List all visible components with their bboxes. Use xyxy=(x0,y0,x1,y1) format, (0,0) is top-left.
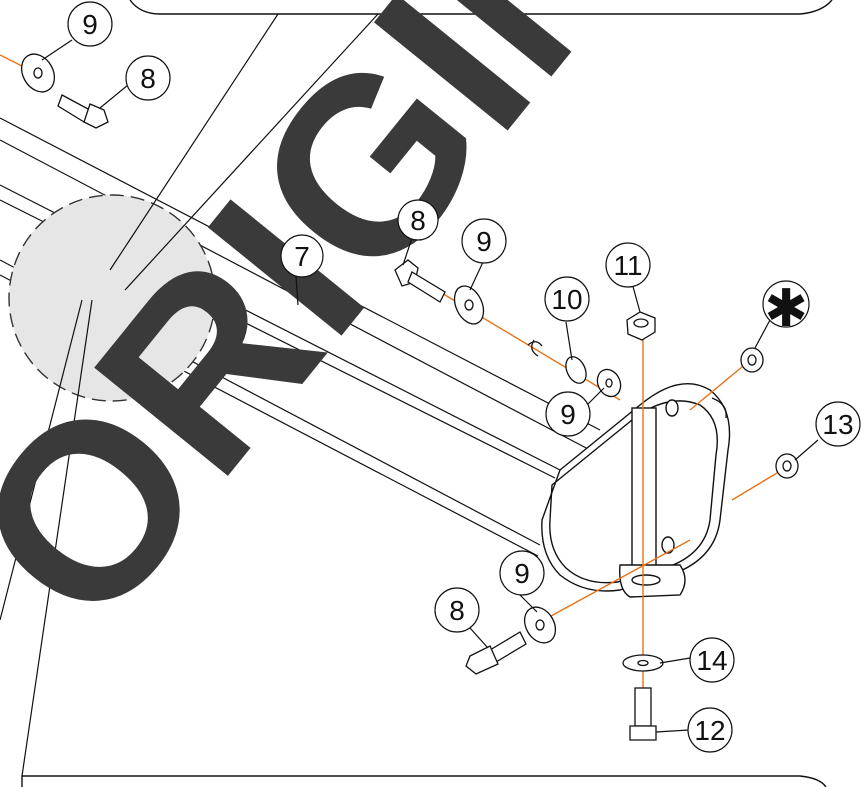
callout-8-top-left: 8 xyxy=(125,55,171,101)
callout-11: 11 xyxy=(605,242,651,288)
svg-text:12: 12 xyxy=(694,715,725,746)
svg-text:9: 9 xyxy=(560,399,576,430)
svg-text:13: 13 xyxy=(822,409,853,440)
callout-13: 13 xyxy=(815,401,861,447)
callout-8-bottom: 8 xyxy=(434,587,480,633)
watermark: ORIGINAL xyxy=(0,0,867,673)
detail-frame-bottom xyxy=(21,775,827,787)
svg-text:14: 14 xyxy=(696,645,727,676)
detail-frame-top xyxy=(129,0,833,15)
callout-9-bottom: 9 xyxy=(499,550,545,596)
callout-leaders xyxy=(41,39,819,733)
callout-14: 14 xyxy=(689,637,735,683)
svg-text:11: 11 xyxy=(613,250,642,281)
svg-text:9: 9 xyxy=(514,558,530,589)
svg-text:9: 9 xyxy=(82,9,98,40)
detail-circle xyxy=(8,194,216,402)
callout-9-top-left: 9 xyxy=(67,1,113,47)
svg-text:✱: ✱ xyxy=(764,279,808,339)
callout-star: ✱ xyxy=(762,279,810,339)
callout-9-middle: 9 xyxy=(461,218,507,264)
callout-9-right: 9 xyxy=(545,391,591,437)
svg-text:ORIGINAL: ORIGINAL xyxy=(0,0,867,673)
mounting-bracket xyxy=(541,383,731,598)
frame-leaders xyxy=(0,13,379,777)
fasteners xyxy=(20,53,799,741)
callout-8-middle: 8 xyxy=(397,199,439,241)
callout-10: 10 xyxy=(544,276,590,322)
svg-text:7: 7 xyxy=(294,241,310,272)
svg-text:8: 8 xyxy=(410,205,426,236)
svg-text:8: 8 xyxy=(140,63,156,94)
svg-text:8: 8 xyxy=(449,595,465,626)
callout-12: 12 xyxy=(687,707,733,753)
callout-7: 7 xyxy=(280,234,324,278)
svg-text:9: 9 xyxy=(476,226,492,257)
svg-text:10: 10 xyxy=(551,284,582,315)
